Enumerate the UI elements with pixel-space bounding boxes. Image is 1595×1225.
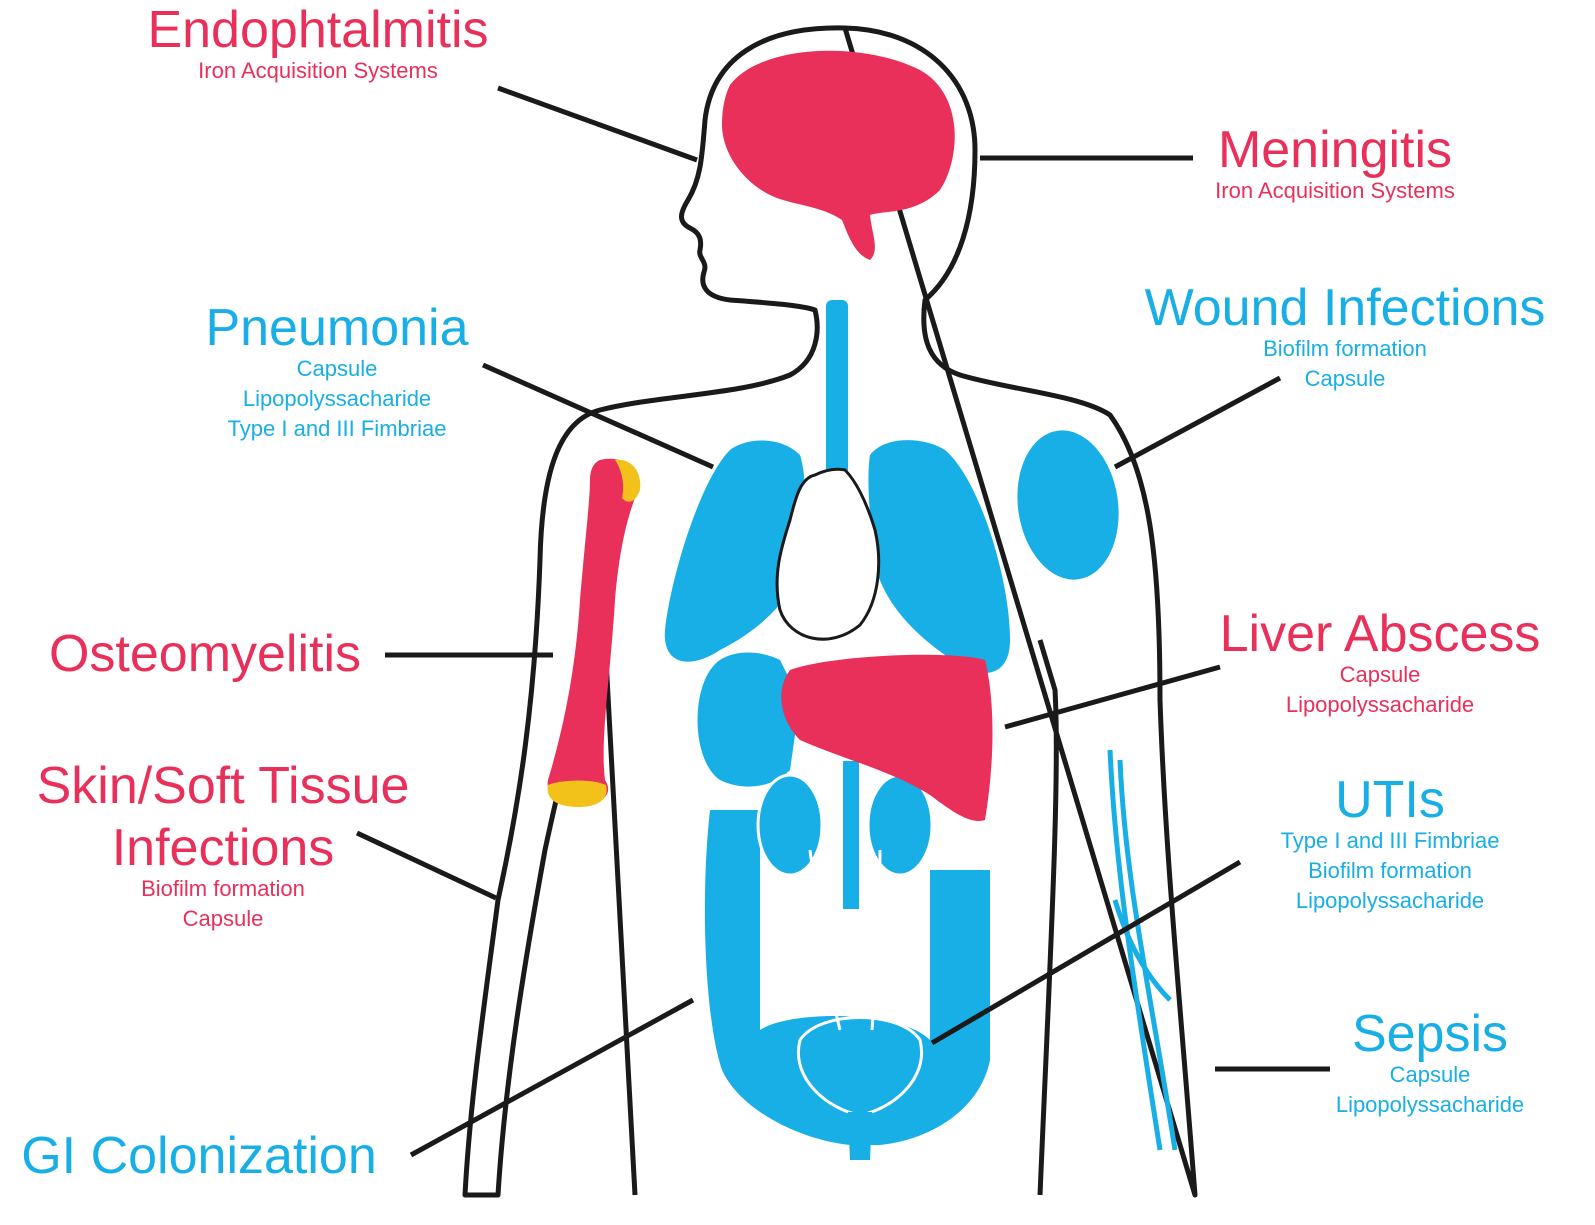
bladder [797, 1016, 923, 1117]
leader-wound-infections [1113, 375, 1282, 470]
pneumonia-factor-3: Type I and III Fimbriae [227, 416, 447, 441]
endophthalmitis-title: Endophtalmitis [147, 1, 489, 59]
sepsis-factor-1: Capsule [1389, 1062, 1471, 1087]
skin-soft-tissue-title-line-2: Infections [111, 819, 335, 877]
leader-endophthalmitis [497, 85, 698, 163]
utis-factor-1: Type I and III Fimbriae [1280, 828, 1500, 853]
label-sepsis: Sepsis Capsule Lipopolyssacharide [1305, 1008, 1555, 1120]
endophthalmitis-factor-1: Iron Acquisition Systems [198, 58, 438, 83]
leader-lines [355, 85, 1330, 1158]
utis-factor-3: Lipopolyssacharide [1295, 888, 1485, 913]
leader-liver-abscess [1004, 664, 1221, 730]
pneumonia-title: Pneumonia [205, 299, 469, 357]
sepsis-factor-2: Lipopolyssacharide [1335, 1092, 1525, 1117]
utis-title: UTIs [1335, 771, 1445, 829]
label-wound-infections: Wound Infections Biofilm formation Capsu… [1125, 282, 1565, 394]
wound-infections-factor-1: Biofilm formation [1263, 336, 1427, 361]
leader-gi-colonization [409, 997, 695, 1158]
osteomyelitis-title: Osteomyelitis [48, 625, 362, 683]
skin-soft-tissue-title-line-1: Skin/Soft Tissue [36, 757, 410, 815]
skin-soft-tissue-factor-1: Biofilm formation [141, 876, 305, 901]
shoulder-wound [1017, 430, 1119, 580]
brain [722, 50, 955, 260]
stomach [697, 652, 800, 787]
left-lung [664, 440, 805, 662]
sepsis-title: Sepsis [1351, 1005, 1509, 1063]
meningitis-factor-1: Iron Acquisition Systems [1215, 178, 1455, 203]
liver-abscess-factor-1: Capsule [1339, 662, 1421, 687]
urethra [848, 1112, 872, 1160]
right-lung [868, 440, 1010, 673]
label-osteomyelitis: Osteomyelitis [30, 628, 380, 680]
trachea [826, 300, 848, 500]
bone-cartilage-top [615, 459, 641, 502]
liver-abscess-title: Liver Abscess [1219, 605, 1541, 663]
humerus-bone [547, 458, 639, 806]
leader-utis [930, 859, 1242, 1046]
bone-cartilage-bottom [547, 780, 607, 808]
liver [781, 654, 993, 821]
leader-skin-soft-tissue [355, 830, 498, 901]
heart [775, 467, 881, 641]
pneumonia-factor-1: Capsule [296, 356, 378, 381]
ureters [808, 849, 882, 1031]
label-pneumonia: Pneumonia Capsule Lipopolyssacharide Typ… [187, 302, 487, 444]
wound-infections-title: Wound Infections [1144, 279, 1546, 337]
arm-veins [1107, 749, 1178, 1151]
pneumonia-factor-2: Lipopolyssacharide [242, 386, 432, 411]
body-outline [462, 25, 1198, 1198]
skin-soft-tissue-factor-2: Capsule [182, 906, 264, 931]
label-meningitis: Meningitis Iron Acquisition Systems [1175, 124, 1495, 206]
label-utis: UTIs Type I and III Fimbriae Biofilm for… [1245, 774, 1535, 916]
label-endophthalmitis: Endophtalmitis Iron Acquisition Systems [118, 4, 518, 86]
label-gi-colonization: GI Colonization [4, 1130, 394, 1182]
wound-infections-factor-2: Capsule [1304, 366, 1386, 391]
meningitis-title: Meningitis [1217, 121, 1453, 179]
utis-factor-2: Biofilm formation [1308, 858, 1472, 883]
aorta [841, 759, 861, 911]
leader-pneumonia [481, 362, 715, 470]
left-kidney [756, 773, 824, 877]
label-skin-soft-tissue: Skin/Soft Tissue Infections Biofilm form… [18, 760, 428, 934]
label-liver-abscess: Liver Abscess Capsule Lipopolyssacharide [1200, 608, 1560, 720]
liver-abscess-factor-2: Lipopolyssacharide [1285, 692, 1475, 717]
gi-colonization-title: GI Colonization [21, 1127, 377, 1185]
